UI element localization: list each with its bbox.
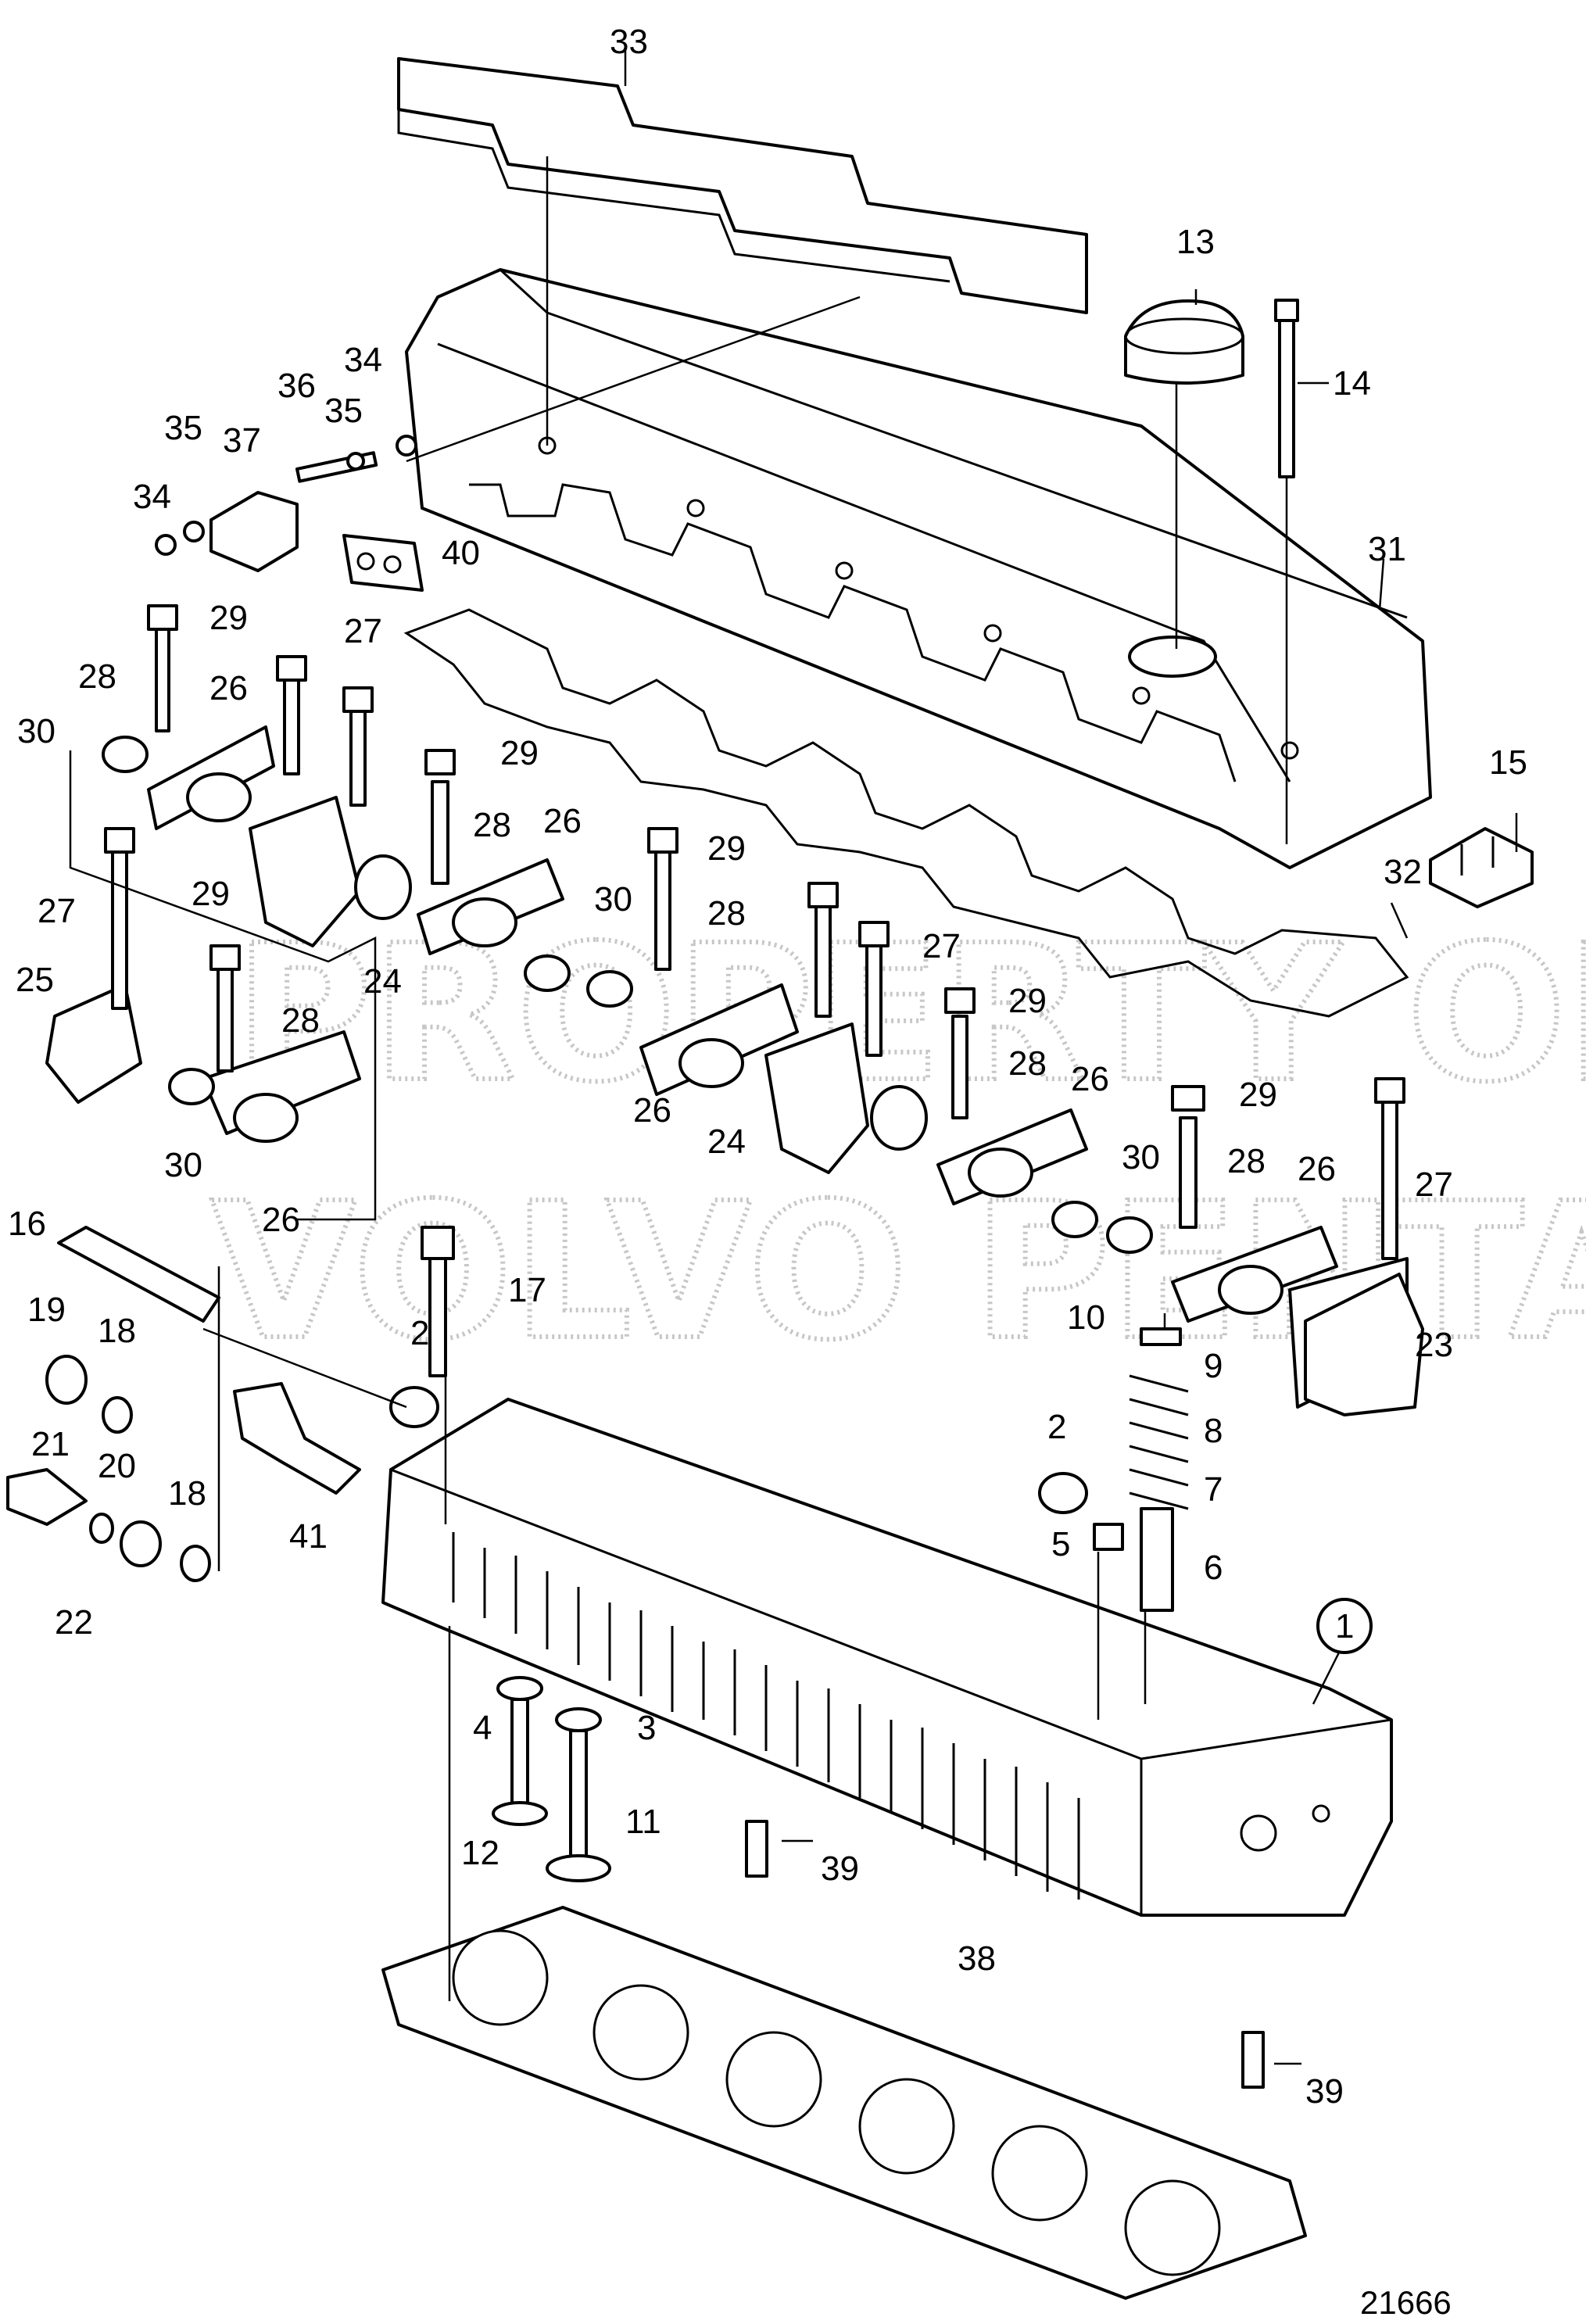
side-fittings [6,1355,1088,1582]
callout-22: 22 [55,1603,93,1642]
callout-28: 28 [707,894,746,933]
callout-30: 30 [1122,1138,1160,1176]
callout-2: 2 [1047,1408,1066,1446]
oil-filler-neck [1128,636,1217,678]
callout-27: 27 [344,612,382,650]
cylinder-head-gasket [381,1906,1307,2300]
callout-30: 30 [17,712,55,750]
callout-28: 28 [281,1001,320,1040]
callout-10: 10 [1067,1298,1105,1337]
rubber-block [342,534,424,592]
callout-34: 34 [344,341,382,379]
valve-train [1093,1327,1189,1612]
callout-24: 24 [707,1123,746,1161]
callout-28: 28 [1008,1044,1047,1083]
end-bracket [1304,1273,1424,1416]
callout-29: 29 [1239,1076,1277,1114]
callout-29: 29 [209,599,248,637]
callout-36: 36 [277,367,316,405]
callout-37: 37 [223,421,261,460]
callout-28: 28 [78,657,116,696]
callout-35: 35 [164,409,202,447]
callout-40: 40 [442,534,480,572]
callout-29: 29 [707,829,746,868]
callout-26: 26 [543,802,582,840]
callout-11: 11 [625,1803,661,1841]
callout-7: 7 [1204,1470,1223,1509]
callout-41: 41 [289,1517,328,1556]
callout-labels: 33 13 14 31 34 36 35 35 37 34 40 29 27 2… [8,23,1527,2111]
callout-27: 27 [922,927,961,965]
callout-30: 30 [164,1146,202,1184]
callout-33: 33 [610,23,648,61]
clip [1429,827,1534,908]
callout-1: 1 [1335,1607,1354,1645]
callout-35: 35 [324,392,363,430]
callout-18: 18 [98,1312,136,1350]
callout-25: 25 [16,961,54,999]
callout-15: 15 [1489,743,1527,782]
rocker-arm-assembly-center [417,858,928,1174]
callout-29: 29 [1008,982,1047,1020]
rocker-arm-assembly-left [45,725,412,1143]
cylinder-head [381,1398,1393,1917]
callout-26: 26 [1298,1150,1336,1188]
valve-cover-gasket [403,608,1409,1018]
leader-lines [69,47,1518,2065]
oil-filler-cap [1124,299,1244,385]
callout-26: 26 [633,1091,671,1130]
callout-34: 34 [133,478,171,516]
valve-cover [405,268,1432,869]
callout-6: 6 [1204,1549,1223,1587]
dowel-pins [745,1820,1265,2089]
valve-cover-bolt [1274,299,1299,478]
callout-19: 19 [27,1291,66,1329]
callout-17: 17 [508,1271,546,1309]
callout-5: 5 [1051,1525,1070,1563]
callout-1-circle [1316,1598,1373,1654]
heat-shield-plate [397,57,1088,314]
callout-29: 29 [500,734,539,772]
callout-30: 30 [594,880,632,918]
callout-39: 39 [821,1850,859,1888]
callout-39: 39 [1305,2072,1344,2111]
callout-23: 23 [1415,1326,1453,1364]
valves [492,1676,611,1882]
callout-20: 20 [98,1447,136,1485]
callout-21: 21 [31,1425,70,1463]
callout-2: 2 [410,1314,429,1352]
callout-13: 13 [1176,223,1215,261]
callout-26: 26 [209,669,248,707]
callout-38: 38 [958,1939,996,1978]
callout-31: 31 [1368,530,1406,568]
callout-29: 29 [192,875,230,913]
callout-32: 32 [1384,853,1422,891]
callout-27: 27 [1415,1166,1453,1204]
callout-16: 16 [8,1205,46,1243]
drawing-number: 21666 [1360,2284,1452,2321]
callout-8: 8 [1204,1412,1223,1450]
callout-14: 14 [1333,364,1371,403]
callout-4: 4 [473,1709,492,1747]
callout-27: 27 [38,892,76,930]
callout-18: 18 [168,1474,206,1513]
retaining-rings [102,736,1153,1254]
callout-26: 26 [1071,1060,1109,1098]
callout-12: 12 [461,1834,499,1872]
rocker-studs [104,604,1405,1260]
callout-9: 9 [1204,1347,1223,1385]
callout-28: 28 [1227,1142,1266,1180]
callout-26: 26 [262,1201,300,1239]
callout-28: 28 [473,806,511,844]
bracket-assembly [155,435,417,572]
callout-3: 3 [637,1709,656,1747]
callout-24: 24 [363,962,402,1001]
